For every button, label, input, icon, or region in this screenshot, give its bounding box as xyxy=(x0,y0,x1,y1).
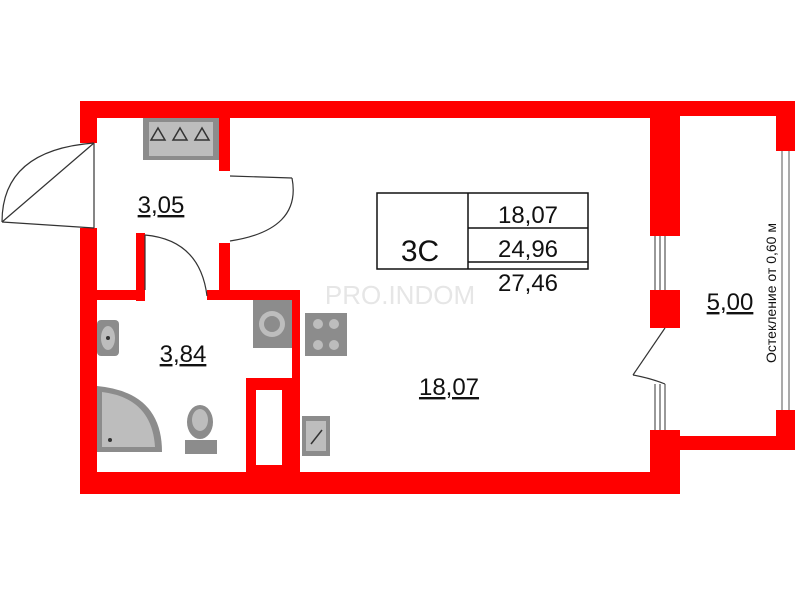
kitchen-sink-icon xyxy=(302,416,330,456)
wall-bottom xyxy=(80,472,680,494)
shower-tray-icon xyxy=(97,386,162,452)
wall-balcony-bottom xyxy=(650,436,795,450)
wall-left-lower xyxy=(80,228,97,494)
wall-balcony-top xyxy=(650,101,795,116)
entrance-door xyxy=(1,142,97,229)
bathroom-door xyxy=(144,234,208,297)
living-door xyxy=(229,175,294,242)
wall-living-right-top xyxy=(650,101,680,236)
balcony-door xyxy=(632,327,680,385)
wall-bath-top-right xyxy=(207,290,299,300)
stove-icon xyxy=(305,313,347,356)
total-with-balcony-value: 27,46 xyxy=(498,270,558,297)
window-lower xyxy=(650,384,680,430)
room-area-hallway: 3,05 xyxy=(138,192,185,219)
shaft-inner xyxy=(256,390,282,465)
wardrobe-hangers-icon xyxy=(143,118,219,160)
wall-bath-right xyxy=(292,290,300,480)
window-upper xyxy=(650,236,680,290)
balcony-glazing xyxy=(781,151,790,410)
sink-icon xyxy=(97,320,119,356)
wall-door-jamb xyxy=(136,233,145,301)
room-area-balcony: 5,00 xyxy=(707,289,754,316)
watermark: PRO.INDOM xyxy=(325,280,475,310)
wall-hallway-partition-upper xyxy=(219,101,230,171)
living-area-value: 18,07 xyxy=(498,202,558,229)
toilet-icon xyxy=(185,405,217,454)
walls xyxy=(80,101,795,494)
wall-bath-top-left xyxy=(80,290,136,300)
room-area-living: 18,07 xyxy=(419,374,479,401)
area-table xyxy=(376,192,589,270)
unit-type-label: 3С xyxy=(401,235,439,268)
washing-machine-icon xyxy=(253,300,292,348)
wall-hallway-partition-lower xyxy=(219,243,230,293)
wall-top xyxy=(80,101,680,118)
wall-left-upper xyxy=(80,101,97,143)
wall-balcony-right-top xyxy=(776,101,795,151)
room-area-bathroom: 3,84 xyxy=(160,341,207,368)
total-area-value: 24,96 xyxy=(498,236,558,263)
wall-living-right-mid xyxy=(650,290,680,328)
balcony-glazing-note: Остекление от 0,60 м xyxy=(763,223,779,363)
